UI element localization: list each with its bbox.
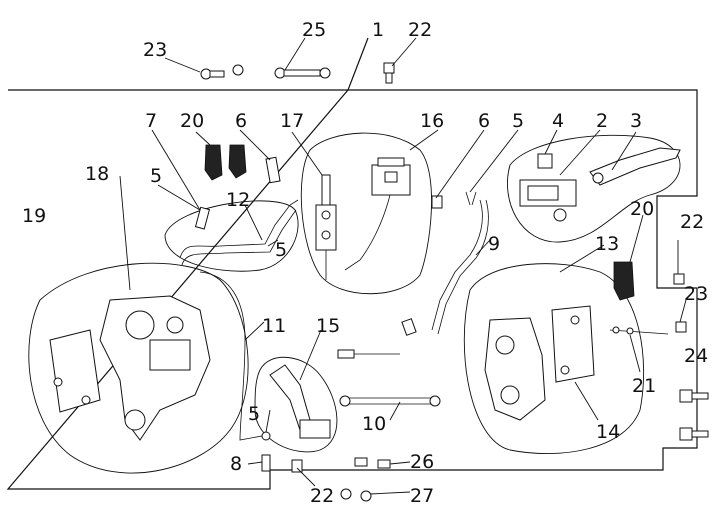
bolt-22-top	[383, 62, 395, 84]
bolt-6-left	[265, 156, 281, 184]
handlebar-lever-group-outline	[507, 134, 681, 243]
callout-5-top: 5	[512, 110, 524, 132]
callout-6-mid: 6	[478, 110, 490, 132]
callout-10: 10	[362, 413, 386, 435]
bolt-25-top	[274, 67, 331, 79]
hose-clamp-20-right	[613, 261, 635, 301]
callout-27: 27	[410, 485, 434, 507]
banjo-bolt-mid-1	[337, 349, 400, 359]
callout-26: 26	[410, 451, 434, 473]
callout-7: 7	[145, 110, 157, 132]
bolts-26	[354, 457, 391, 469]
hose-clamp-20-left	[204, 144, 247, 181]
nuts-27	[340, 488, 372, 502]
callout-14: 14	[596, 421, 620, 443]
rear-caliper-group-outline	[28, 262, 249, 474]
callout-25: 25	[302, 19, 326, 41]
front-caliper-group-outline	[463, 263, 645, 455]
assembly-frame	[6, 37, 698, 490]
callout-23-right: 23	[684, 283, 708, 305]
callout-22-top: 22	[408, 19, 432, 41]
callout-20-left: 20	[180, 110, 204, 132]
callout-3: 3	[630, 110, 642, 132]
bolt-7	[194, 206, 211, 230]
callout-21: 21	[632, 375, 656, 397]
handlebar-master-cylinder-2	[519, 179, 577, 222]
brake-lever-3	[589, 147, 681, 186]
callout-1: 1	[372, 19, 384, 41]
bolt-6-mid	[431, 195, 443, 209]
bolt-5-bottom	[261, 431, 271, 441]
bolt-23-top	[200, 64, 244, 80]
rear-master-cylinder-15	[269, 364, 331, 439]
callout-17: 17	[280, 110, 304, 132]
switch-4	[537, 153, 553, 169]
banjo-bolt-mid-2	[401, 318, 417, 336]
bolt-22-right	[673, 273, 685, 285]
brake-pad-19	[49, 329, 101, 413]
callout-18: 18	[85, 163, 109, 185]
front-pad-14	[551, 305, 595, 383]
callout-5-hose: 5	[275, 239, 287, 261]
callout-8: 8	[230, 453, 242, 475]
callout-15: 15	[316, 315, 340, 337]
rear-caliper-18	[99, 295, 211, 441]
rear-master-group-outline	[254, 356, 338, 453]
brake-hose-9	[431, 199, 483, 331]
callout-24: 24	[684, 345, 708, 367]
callout-6-left: 6	[235, 110, 247, 132]
leader-lines	[119, 37, 687, 495]
reservoir-16	[344, 157, 411, 271]
bolt-8-bottom	[261, 454, 271, 472]
callout-22-bottom: 22	[310, 485, 334, 507]
bolt-22-bottom	[291, 459, 303, 473]
callout-9: 9	[488, 233, 500, 255]
clip-5-mid	[465, 191, 477, 206]
left-hose-group-outline	[164, 200, 299, 272]
bolt-24-right	[679, 389, 709, 441]
master-cylinder-17	[315, 174, 337, 280]
pad-pin-21	[609, 326, 669, 335]
bolt-23-right	[675, 321, 687, 333]
callout-23-top: 23	[143, 39, 167, 61]
callout-22-right: 22	[680, 211, 704, 233]
callout-19: 19	[22, 205, 46, 227]
callout-5-bottom: 5	[248, 403, 260, 425]
callout-4: 4	[552, 110, 564, 132]
callout-12: 12	[226, 189, 250, 211]
callout-11: 11	[262, 315, 286, 337]
callout-5-left: 5	[150, 165, 162, 187]
brake-hose-12	[179, 199, 299, 259]
callout-20-right: 20	[630, 198, 654, 220]
brake-hose-11	[199, 271, 263, 441]
callout-labels: 23 25 1 22 7 20 6 17 16 6 5 4 2 3 5 18 1…	[22, 19, 708, 507]
callout-16: 16	[420, 110, 444, 132]
master-cylinder-group-outline	[300, 132, 432, 295]
callout-13: 13	[595, 233, 619, 255]
brake-hose-10	[339, 395, 441, 407]
front-caliper-14	[484, 317, 546, 421]
callout-2: 2	[596, 110, 608, 132]
